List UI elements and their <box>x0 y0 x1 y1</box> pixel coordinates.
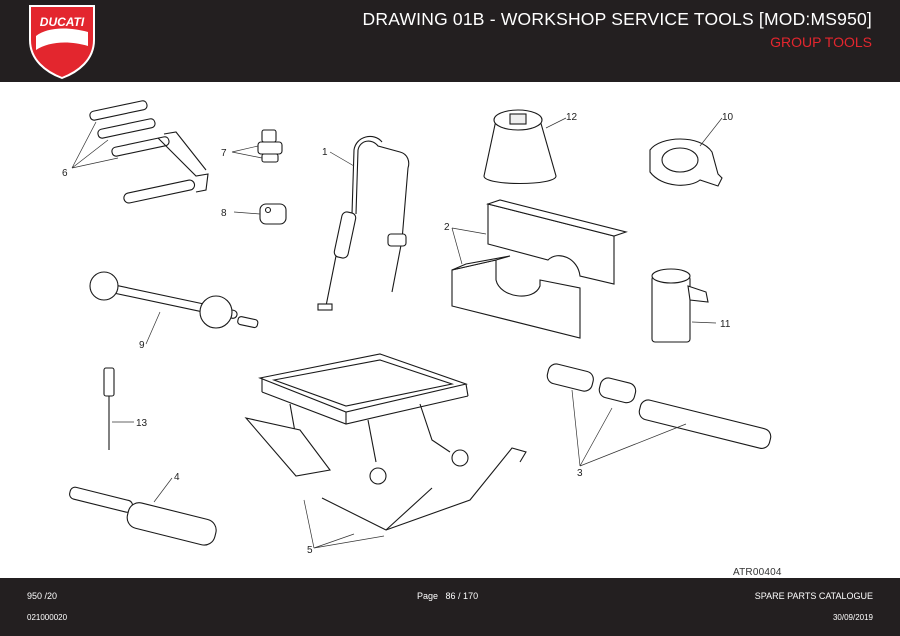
callout-6: 6 <box>62 168 68 179</box>
callout-10: 10 <box>722 112 734 123</box>
header-bar: DUCATI DRAWING 01B - WORKSHOP SERVICE TO… <box>0 0 900 82</box>
callout-2: 2 <box>444 222 450 233</box>
ducati-logo: DUCATI <box>29 5 95 80</box>
tool-3-shaft-bushings <box>546 363 772 449</box>
tool-11-sleeve <box>651 268 709 343</box>
tool-9-bearing-puller <box>89 271 259 329</box>
tool-6-rod-set <box>89 100 209 204</box>
callout-8: 8 <box>221 208 227 219</box>
model-label: 950 /20 <box>27 591 58 601</box>
callout-4: 4 <box>174 472 180 483</box>
callout-13: 13 <box>136 418 148 429</box>
tool-12-socket-cup <box>483 109 557 185</box>
callout-1: 1 <box>322 147 328 158</box>
tool-1-hook-probe <box>317 135 410 311</box>
tool-4-handle <box>69 486 217 546</box>
tool-7-adapter <box>257 129 283 163</box>
callout-5: 5 <box>307 545 313 556</box>
exploded-drawing: 6 7 8 1 12 10 2 11 9 13 4 3 5 <box>62 100 772 556</box>
tool-5-lift-stand <box>244 353 527 531</box>
page-title: DRAWING 01B - WORKSHOP SERVICE TOOLS [MO… <box>362 9 872 29</box>
logo-text: DUCATI <box>40 15 85 29</box>
footer-bar: 950 /20 021000020 Page 86 / 170 SPARE PA… <box>0 578 900 636</box>
callout-9: 9 <box>139 340 145 351</box>
drawing-code: ATR00404 <box>733 567 782 578</box>
callout-11: 11 <box>720 319 731 330</box>
catalogue-label: SPARE PARTS CATALOGUE <box>754 591 873 601</box>
callout-labels: 6 7 8 1 12 10 2 11 9 13 4 3 5 <box>62 112 734 556</box>
document-code: 021000020 <box>27 613 68 622</box>
page-label: Page <box>417 591 439 601</box>
page-number: 86 / 170 <box>445 591 479 601</box>
callout-7: 7 <box>221 148 227 159</box>
tool-2-split-blocks <box>451 199 628 339</box>
callout-leaders <box>71 117 723 549</box>
tool-8-nut <box>259 203 287 225</box>
group-subtitle: GROUP TOOLS <box>770 34 872 50</box>
tool-13-pin <box>103 367 115 450</box>
callout-12: 12 <box>566 112 578 123</box>
catalogue-date: 30/09/2019 <box>832 613 873 622</box>
callout-3: 3 <box>577 468 583 479</box>
page-indicator: Page 86 / 170 <box>417 591 478 601</box>
tool-10-ring-spanner <box>649 138 723 187</box>
